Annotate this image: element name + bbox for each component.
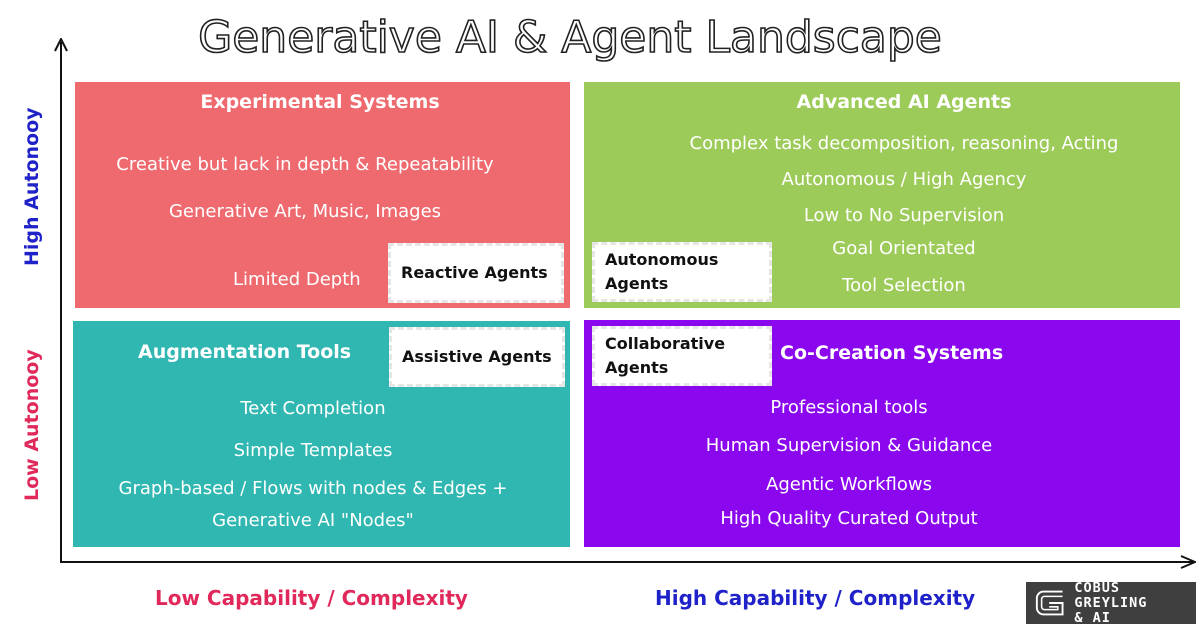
x-axis-line — [60, 561, 1193, 563]
tag-reactive-agents: Reactive Agents — [388, 243, 564, 303]
page-title: Generative AI & Agent Landscape — [197, 11, 942, 64]
quadrant-advanced-ai-agents: Advanced AI Agents Complex task decompos… — [584, 82, 1180, 308]
quadrant-line: Goal Orientated — [832, 238, 976, 259]
arrow-right-icon — [1180, 555, 1196, 569]
logo-text: COBUS GREYLING & AI — [1074, 579, 1196, 626]
tag-collaborative-agents: Collaborative Agents — [592, 326, 772, 386]
y-axis-low-label: Low Autonooy — [21, 349, 43, 501]
stylized-g-logo-icon — [1035, 590, 1064, 616]
quadrant-line: Human Supervision & Guidance — [705, 435, 993, 456]
quadrant-line: Tool Selection — [842, 275, 966, 296]
quadrant-line: Creative but lack in depth & Repeatabili… — [116, 154, 494, 175]
quadrant-co-creation-systems: Co-Creation Systems Professional tools H… — [584, 320, 1180, 547]
quadrant-line: High Quality Curated Output — [720, 508, 978, 529]
quadrant-line: Generative Art, Music, Images — [168, 201, 442, 222]
quadrant-line: Graph-based / Flows with nodes & Edges + — [118, 478, 508, 499]
quadrant-line: Text Completion — [240, 398, 386, 419]
tag-label: Reactive Agents — [401, 263, 548, 282]
quadrant-line: Agentic Workflows — [766, 474, 932, 495]
logo-line-1: COBUS GREYLING — [1074, 579, 1148, 611]
quadrant-title: Augmentation Tools — [138, 341, 352, 363]
quadrant-experimental-systems: Experimental Systems Creative but lack i… — [75, 82, 570, 308]
quadrant-line: Limited Depth — [233, 269, 361, 290]
logo-line-2: & AI — [1074, 609, 1111, 626]
tag-autonomous-agents: Autonomous Agents — [592, 242, 772, 302]
tag-label: Agents — [605, 274, 669, 293]
quadrant-line: Generative AI "Nodes" — [212, 510, 414, 531]
quadrant-title: Advanced AI Agents — [796, 91, 1012, 113]
quadrant-line: Simple Templates — [233, 440, 393, 461]
tag-label: Assistive Agents — [402, 347, 552, 366]
tag-label: Agents — [605, 358, 669, 377]
quadrant-line: Complex task decomposition, reasoning, A… — [689, 133, 1119, 154]
tag-label: Autonomous — [605, 250, 719, 269]
quadrant-title: Experimental Systems — [200, 91, 440, 113]
tag-label: Collaborative — [605, 334, 726, 353]
y-axis-line — [60, 42, 62, 563]
x-axis-low-label: Low Capability / Complexity — [155, 586, 468, 610]
quadrant-line: Professional tools — [770, 397, 928, 418]
quadrant-augmentation-tools: Augmentation Tools Text Completion Simpl… — [73, 321, 570, 547]
quadrant-line: Low to No Supervision — [803, 205, 1005, 226]
tag-assistive-agents: Assistive Agents — [389, 327, 565, 387]
y-axis-high-label: High Autonooy — [21, 107, 43, 266]
quadrant-title: Co-Creation Systems — [780, 342, 1004, 364]
quadrant-line: Autonomous / High Agency — [781, 169, 1027, 190]
x-axis-high-label: High Capability / Complexity — [655, 586, 976, 610]
brand-logo: COBUS GREYLING & AI — [1026, 579, 1196, 626]
arrow-up-icon — [54, 38, 68, 52]
